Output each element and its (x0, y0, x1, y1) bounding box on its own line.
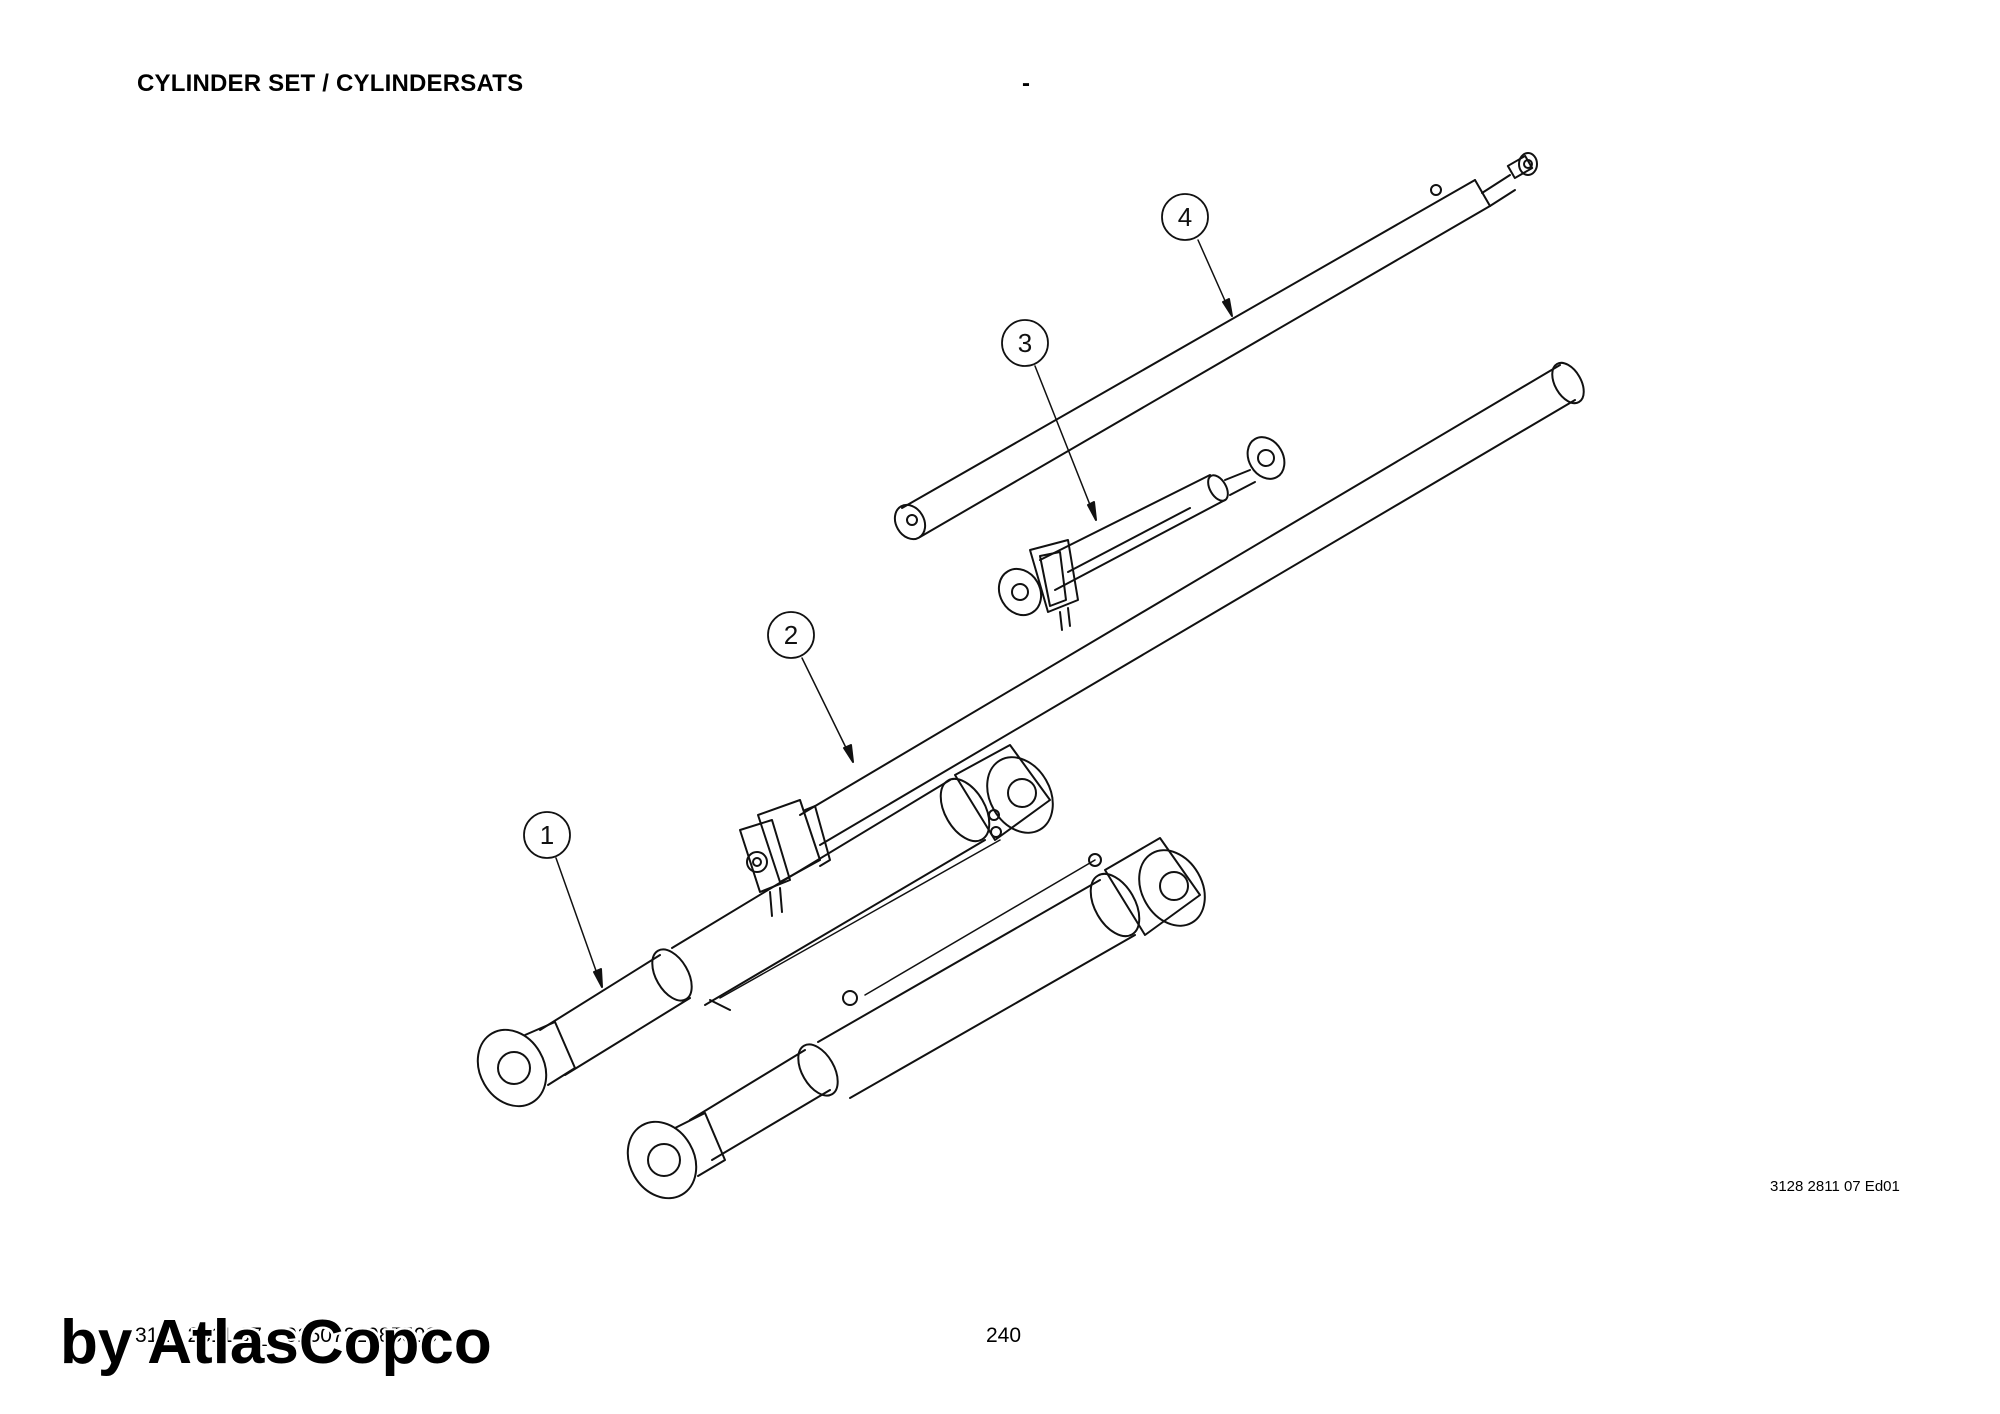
drawing-code: 3128 2811 07 Ed01 (1770, 1178, 1900, 1195)
callout-1: 1 (523, 811, 603, 988)
header-dash: - (1022, 70, 1030, 97)
page-title: CYLINDER SET / CYLINDERSATS (137, 70, 524, 97)
callout-label-4: 4 (1178, 202, 1192, 232)
callout-2: 2 (767, 611, 854, 763)
callout-label-1: 1 (540, 820, 554, 850)
cylinder-part-1 (476, 744, 1206, 1200)
cylinder-part-3 (997, 436, 1286, 631)
footer-page-number: 240 (986, 1324, 1022, 1347)
watermark: by AtlasCopco (60, 1308, 492, 1377)
callout-label-2: 2 (784, 620, 798, 650)
callout-4: 4 (1161, 193, 1233, 317)
footer-document-id: 3128 2811 07_20150722085503 (135, 1324, 438, 1347)
callout-label-3: 3 (1018, 328, 1032, 358)
callout-3: 3 (1001, 319, 1097, 521)
cylinder-part-4 (893, 152, 1538, 541)
cylinder-part-2 (739, 361, 1585, 917)
